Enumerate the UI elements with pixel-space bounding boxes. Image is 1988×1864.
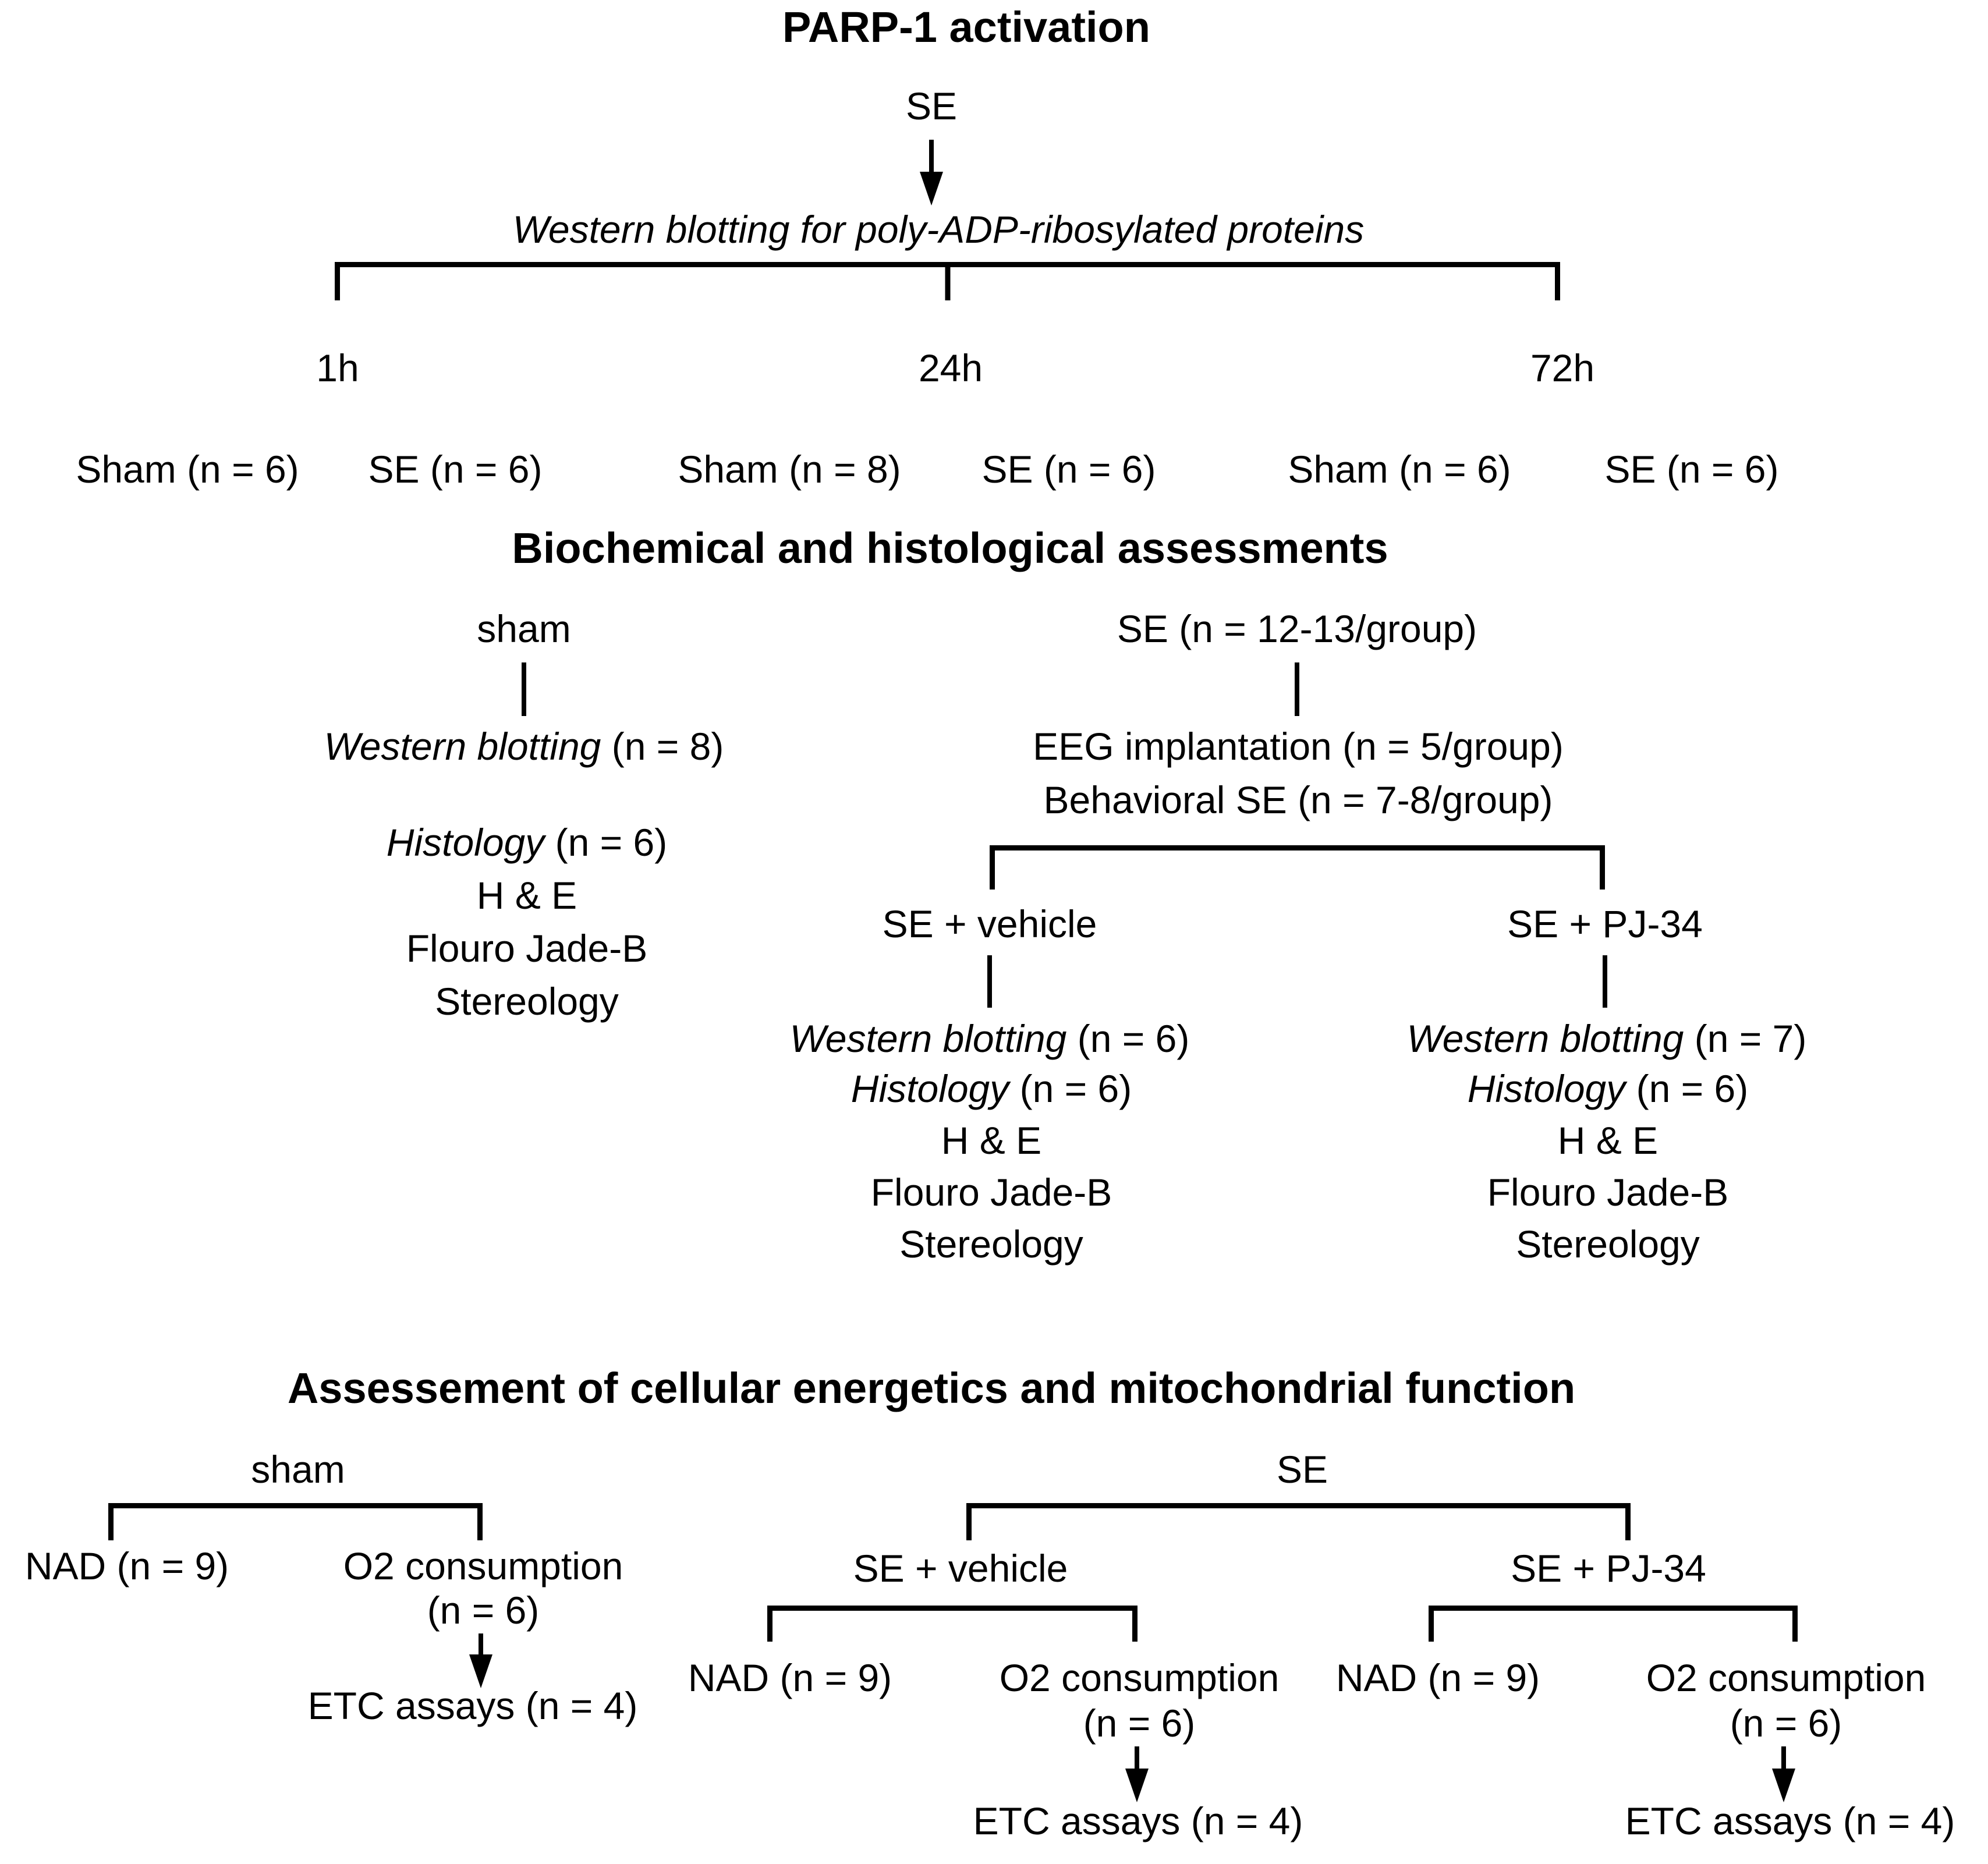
pj34-nad-label: NAD (n = 9) [1335, 1656, 1540, 1699]
method-name: Western blotting [324, 725, 601, 768]
energetics-arm-label-se-vehicle: SE + vehicle [853, 1547, 1068, 1590]
energetics-arm-label-se-pj34: SE + PJ-34 [1511, 1547, 1706, 1590]
vehicle-histology-item-he: H & E [941, 1119, 1042, 1162]
behavioral-se-label: Behavioral SE (n = 7-8/group) [1043, 778, 1553, 821]
connector-line [1295, 662, 1299, 716]
timepoint-label-72h: 72h [1530, 346, 1595, 389]
method-n: (n = 8) [601, 725, 724, 768]
group-label-se-72h: SE (n = 6) [1604, 448, 1779, 491]
pj34-histology-item-he: H & E [1557, 1119, 1659, 1162]
pj34-western-blotting-label: Western blotting (n = 7) [1406, 1017, 1807, 1060]
group-label-sham-24h: Sham (n = 8) [678, 448, 901, 491]
pj34-assay-bracket [1429, 1606, 1798, 1642]
section3-title: Assessement of cellular energetics and m… [287, 1364, 1576, 1412]
vehicle-histology-item-stereology: Stereology [899, 1222, 1083, 1266]
sham-assay-bracket [108, 1503, 483, 1540]
sham-o2-n-label: (n = 6) [427, 1589, 540, 1632]
timepoint-label-1h: 1h [316, 346, 359, 389]
sham-root-label: sham [477, 607, 571, 650]
vehicle-histology-item-flourojade: Flouro Jade-B [870, 1171, 1112, 1214]
connector-line [987, 955, 992, 1008]
group-label-se-1h: SE (n = 6) [368, 448, 543, 491]
vehicle-etc-assays-label: ETC assays (n = 4) [973, 1799, 1303, 1842]
pj34-o2-consumption-label: O2 consumption [1646, 1656, 1926, 1699]
arm-label-se-vehicle: SE + vehicle [882, 902, 1097, 945]
pj34-o2-n-label: (n = 6) [1730, 1702, 1842, 1745]
group-label-se-24h: SE (n = 6) [981, 448, 1156, 491]
method-name: Western blotting [1406, 1017, 1684, 1060]
method-n: (n = 6) [1009, 1067, 1132, 1110]
group-label-sham-72h: Sham (n = 6) [1288, 448, 1511, 491]
energetics-se-root-label: SE [1276, 1448, 1328, 1491]
down-arrow-icon [479, 1633, 483, 1654]
eeg-implantation-label: EEG implantation (n = 5/group) [1033, 725, 1564, 768]
section1-title: PARP-1 activation [782, 3, 1150, 51]
method-name: Histology [851, 1067, 1009, 1110]
pj34-histology-item-stereology: Stereology [1516, 1222, 1700, 1266]
vehicle-western-blotting-label: Western blotting (n = 6) [789, 1017, 1190, 1060]
bracket-center-stub [945, 262, 950, 300]
sham-histology-item-he: H & E [476, 874, 577, 917]
sham-o2-consumption-label: O2 consumption [343, 1544, 623, 1587]
section1-method-label: Western blotting for poly-ADP-ribosylate… [512, 208, 1365, 251]
section1-se-root-label: SE [905, 84, 958, 127]
sham-histology-label: Histology (n = 6) [386, 821, 668, 864]
method-n: (n = 7) [1684, 1017, 1807, 1060]
down-arrow-icon [1781, 1746, 1786, 1769]
vehicle-o2-consumption-label: O2 consumption [999, 1656, 1280, 1699]
vehicle-o2-n-label: (n = 6) [1083, 1702, 1196, 1745]
vehicle-histology-label: Histology (n = 6) [851, 1067, 1132, 1110]
treatment-bracket [990, 845, 1605, 890]
connector-line [1603, 955, 1607, 1008]
section2-title: Biochemical and histological assessments [512, 524, 1388, 572]
method-name: Histology [1467, 1067, 1626, 1110]
method-n: (n = 6) [544, 821, 668, 864]
timepoint-bracket [335, 262, 1560, 300]
method-name: Western blotting [789, 1017, 1067, 1060]
sham-nad-label: NAD (n = 9) [24, 1544, 229, 1587]
se-root-label: SE (n = 12-13/group) [1117, 607, 1477, 650]
vehicle-assay-bracket [767, 1606, 1137, 1642]
method-n: (n = 6) [1625, 1067, 1749, 1110]
sham-etc-assays-label: ETC assays (n = 4) [307, 1684, 638, 1727]
pj34-histology-item-flourojade: Flouro Jade-B [1487, 1171, 1729, 1214]
arm-label-se-pj34: SE + PJ-34 [1507, 902, 1703, 945]
method-n: (n = 6) [1066, 1017, 1190, 1060]
sham-histology-item-stereology: Stereology [435, 980, 619, 1023]
down-arrow-icon [929, 140, 934, 172]
connector-line [522, 662, 526, 716]
group-label-sham-1h: Sham (n = 6) [76, 448, 299, 491]
se-treatment-bracket [966, 1503, 1631, 1540]
pj34-histology-label: Histology (n = 6) [1467, 1067, 1749, 1110]
down-arrow-icon [1135, 1746, 1139, 1769]
sham-western-blotting-label: Western blotting (n = 8) [324, 725, 724, 768]
energetics-sham-root-label: sham [251, 1448, 345, 1491]
pj34-etc-assays-label: ETC assays (n = 4) [1625, 1799, 1955, 1842]
method-name: Histology [386, 821, 545, 864]
sham-histology-item-flourojade: Flouro Jade-B [406, 927, 648, 970]
timepoint-label-24h: 24h [918, 346, 983, 389]
vehicle-nad-label: NAD (n = 9) [688, 1656, 892, 1699]
